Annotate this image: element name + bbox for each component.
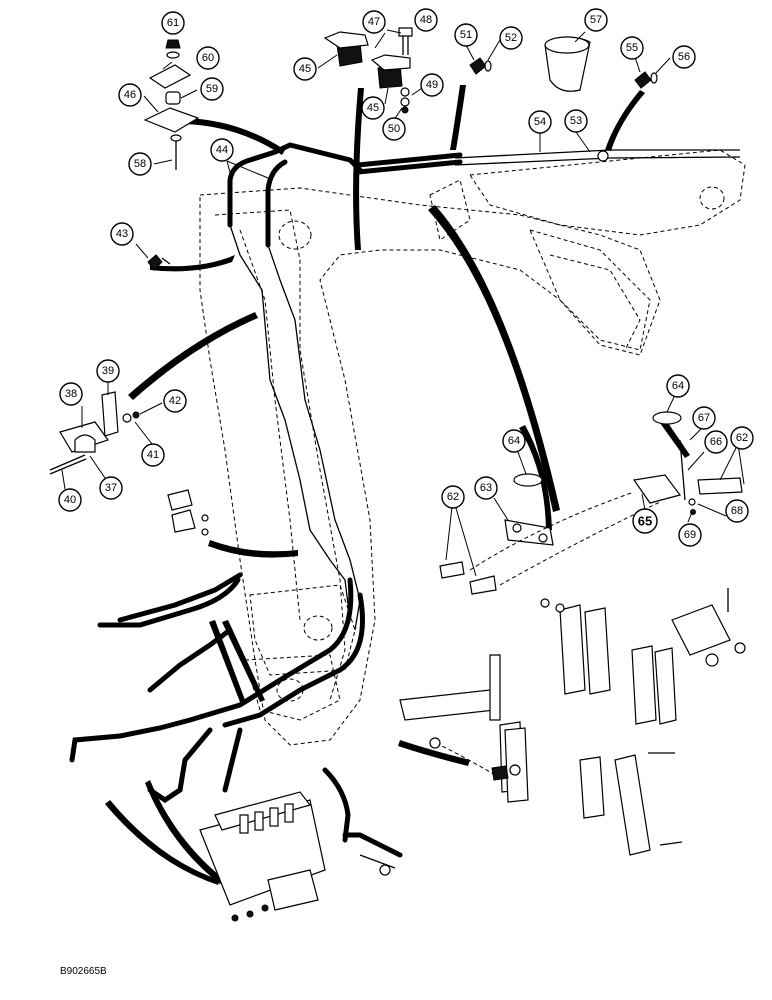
svg-text:56: 56 (678, 51, 690, 63)
svg-text:40: 40 (64, 494, 76, 506)
svg-text:61: 61 (167, 17, 179, 29)
svg-text:47: 47 (368, 16, 380, 28)
callout-56: 56 (672, 45, 696, 69)
callout-46: 46 (118, 83, 142, 107)
callout-62-left: 62 (441, 485, 465, 509)
svg-text:64: 64 (508, 435, 520, 447)
callout-61: 61 (161, 11, 185, 35)
callout-58: 58 (128, 152, 152, 176)
svg-text:48: 48 (420, 14, 432, 26)
svg-text:59: 59 (206, 83, 218, 95)
callout-50: 50 (382, 117, 406, 141)
svg-text:62: 62 (736, 432, 748, 444)
svg-text:51: 51 (460, 29, 472, 41)
svg-text:44: 44 (216, 144, 228, 156)
fittings-top-right (469, 36, 658, 92)
svg-text:60: 60 (202, 52, 214, 64)
svg-text:37: 37 (105, 482, 117, 494)
control-valve (199, 791, 326, 922)
callout-60: 60 (196, 46, 220, 70)
svg-text:65: 65 (638, 514, 652, 529)
svg-text:49: 49 (426, 79, 438, 91)
callout-63: 63 (474, 476, 498, 500)
callout-51: 51 (454, 23, 478, 47)
svg-text:69: 69 (684, 529, 696, 541)
callout-48: 48 (414, 8, 438, 32)
svg-text:41: 41 (147, 449, 159, 461)
svg-text:58: 58 (134, 158, 146, 170)
callout-41: 41 (141, 443, 165, 467)
pointer-wedges (105, 85, 690, 885)
clamp-assembly-top-center (323, 27, 413, 114)
callout-53: 53 (564, 109, 588, 133)
callout-45-upper: 45 (293, 57, 317, 81)
callout-62-right: 62 (730, 426, 754, 450)
svg-text:52: 52 (505, 32, 517, 44)
svg-text:67: 67 (698, 412, 710, 424)
callout-67: 67 (692, 406, 716, 430)
clamp-assembly-top-left (143, 39, 200, 170)
pin-fitting-cluster-right (439, 411, 743, 595)
svg-text:46: 46 (124, 89, 136, 101)
callout-68: 68 (725, 499, 749, 523)
callout-52: 52 (499, 26, 523, 50)
callout-64-right: 64 (666, 374, 690, 398)
figure-code: B902665B (60, 966, 107, 977)
callout-44: 44 (210, 138, 234, 162)
fitting-43 (147, 254, 171, 271)
callout-64-left: 64 (502, 429, 526, 453)
callout-66: 66 (704, 430, 728, 454)
svg-text:66: 66 (710, 436, 722, 448)
svg-text:64: 64 (672, 380, 684, 392)
callout-42: 42 (163, 389, 187, 413)
svg-text:68: 68 (731, 505, 743, 517)
callout-37: 37 (99, 476, 123, 500)
callout-47: 47 (362, 10, 386, 34)
callout-54: 54 (528, 110, 552, 134)
svg-text:45: 45 (299, 63, 311, 75)
svg-text:62: 62 (447, 491, 459, 503)
svg-text:57: 57 (590, 14, 602, 26)
hoses (69, 142, 463, 858)
svg-text:39: 39 (102, 365, 114, 377)
svg-text:63: 63 (480, 482, 492, 494)
callout-40: 40 (58, 488, 82, 512)
svg-text:55: 55 (626, 42, 638, 54)
callout-49: 49 (420, 73, 444, 97)
callout-38: 38 (59, 382, 83, 406)
callouts: 61 60 59 46 58 47 48 45 45 49 50 51 52 5… (58, 8, 754, 547)
mid-left-clamps (167, 489, 209, 536)
svg-text:50: 50 (388, 123, 400, 135)
svg-text:43: 43 (116, 228, 128, 240)
callout-57: 57 (584, 8, 608, 32)
svg-text:54: 54 (534, 116, 546, 128)
mounting-brackets-right (399, 588, 746, 856)
callout-39: 39 (96, 359, 120, 383)
callout-65: 65 (632, 508, 658, 534)
callout-55: 55 (620, 36, 644, 60)
callout-43: 43 (110, 222, 134, 246)
svg-text:53: 53 (570, 115, 582, 127)
callout-45-lower: 45 (361, 96, 385, 120)
svg-text:42: 42 (169, 395, 181, 407)
svg-text:38: 38 (65, 388, 77, 400)
svg-text:45: 45 (367, 102, 379, 114)
fitting-cluster-bottom (359, 727, 529, 876)
clamp-assembly-left (49, 391, 140, 475)
callout-69: 69 (678, 523, 702, 547)
callout-59: 59 (200, 77, 224, 101)
